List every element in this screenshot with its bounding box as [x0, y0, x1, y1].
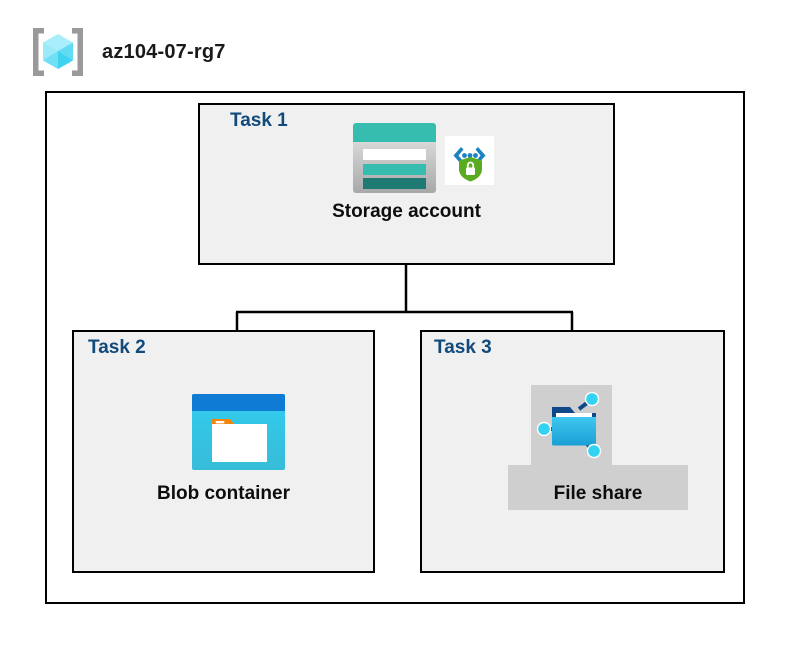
storage-account-icon[interactable]	[352, 122, 437, 194]
blob-container-label: Blob container	[156, 483, 290, 504]
storage-account-label: Storage account	[332, 201, 481, 222]
task-2-label: Task 2	[88, 337, 146, 358]
task-3-label: Task 3	[434, 337, 492, 358]
blob-container-icon[interactable]	[192, 394, 285, 470]
resource-group-cube-icon	[33, 28, 83, 76]
file-share-selection-highlight-label	[508, 465, 688, 510]
resource-group-header: az104-07-rg7	[28, 24, 226, 80]
file-share-folder-icon[interactable]	[534, 387, 610, 463]
secure-code-shield-icon[interactable]	[445, 136, 494, 185]
task-1-label: Task 1	[230, 110, 288, 131]
resource-group-boundary	[45, 91, 745, 604]
file-share-label: File share	[553, 483, 643, 504]
resource-group-name: az104-07-rg7	[102, 40, 226, 63]
